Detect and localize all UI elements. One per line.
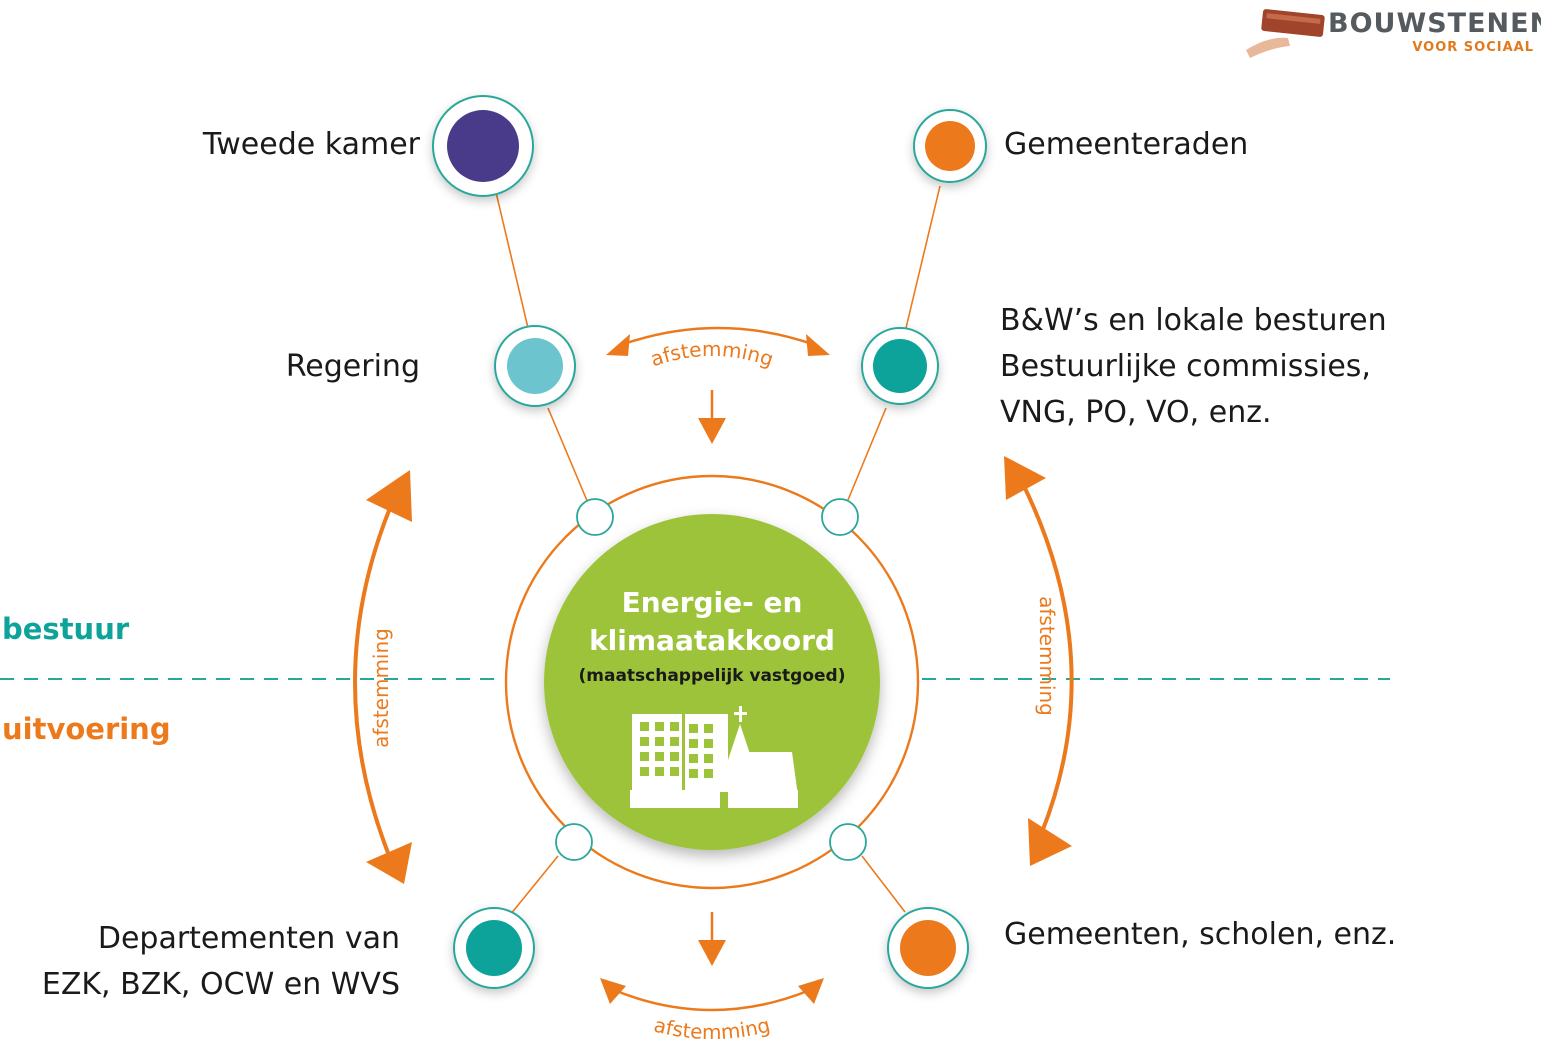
node-gemeenteraden (913, 109, 987, 183)
logo-word: BOUWSTENEN (1328, 8, 1541, 39)
label-departementen-line2: EZK, BZK, OCW en WVS (41, 967, 400, 1002)
svg-text:afstemming: afstemming (652, 1013, 773, 1044)
center-title-line1: Energie- en (621, 586, 803, 619)
side-label-bestuur: bestuur (2, 612, 130, 646)
junction-circles (555, 498, 867, 861)
logo-bouwstenen: BOUWSTENEN VOOR SOCIAAL (1244, 6, 1541, 62)
label-bw-line2: Bestuurlijke commissies, (1000, 349, 1371, 384)
node-tweede-kamer (432, 95, 534, 197)
afstemming-left-label: afstemming (369, 628, 393, 748)
center-disc (544, 514, 880, 850)
connector-lines (494, 185, 941, 916)
center-subtitle: (maatschappelijk vastgoed) (578, 666, 846, 686)
svg-text:afstemming: afstemming (647, 337, 776, 371)
afstemming-right-label: afstemming (1035, 596, 1059, 716)
afstemming-top-label: afstemming (647, 337, 776, 371)
label-bw-block: B&W’s en lokale besturen Bestuurlijke co… (1000, 298, 1387, 436)
node-gemeenten (887, 907, 969, 989)
afstemming-arrow-bottom: afstemming (600, 978, 824, 1044)
afstemming-arrow-right: afstemming (1004, 456, 1074, 866)
center-title-line2: klimaatakkoord (589, 624, 835, 657)
label-regering: Regering (285, 349, 420, 384)
label-bw-line1: B&W’s en lokale besturen (1000, 303, 1387, 338)
label-bw-line3: VNG, PO, VO, enz. (1000, 395, 1272, 430)
side-label-uitvoering: uitvoering (2, 712, 171, 746)
afstemming-bottom-label: afstemming (652, 1013, 773, 1044)
label-tweede-kamer: Tweede kamer (202, 127, 420, 162)
logo-subtitle: VOOR SOCIAAL (1412, 40, 1534, 55)
label-gemeenten: Gemeenten, scholen, enz. (1004, 917, 1397, 952)
building-and-church-icon (630, 706, 798, 808)
node-departementen (453, 907, 535, 989)
afstemming-arrow-top: afstemming (606, 326, 830, 371)
node-bw (861, 327, 939, 405)
outer-ring (504, 474, 920, 890)
afstemming-arrow-left: afstemming (353, 470, 412, 884)
label-departementen-block: Departementen van EZK, BZK, OCW en WVS (0, 916, 400, 1008)
down-arrow-top (698, 390, 726, 444)
down-arrow-bottom (698, 912, 726, 966)
label-departementen-line1: Departementen van (97, 921, 400, 956)
label-gemeenteraden: Gemeenteraden (1004, 127, 1249, 162)
center-title: Energie- en klimaatakkoord (562, 584, 862, 660)
node-regering (494, 325, 576, 407)
hand-holding-brick-icon (1246, 9, 1325, 58)
